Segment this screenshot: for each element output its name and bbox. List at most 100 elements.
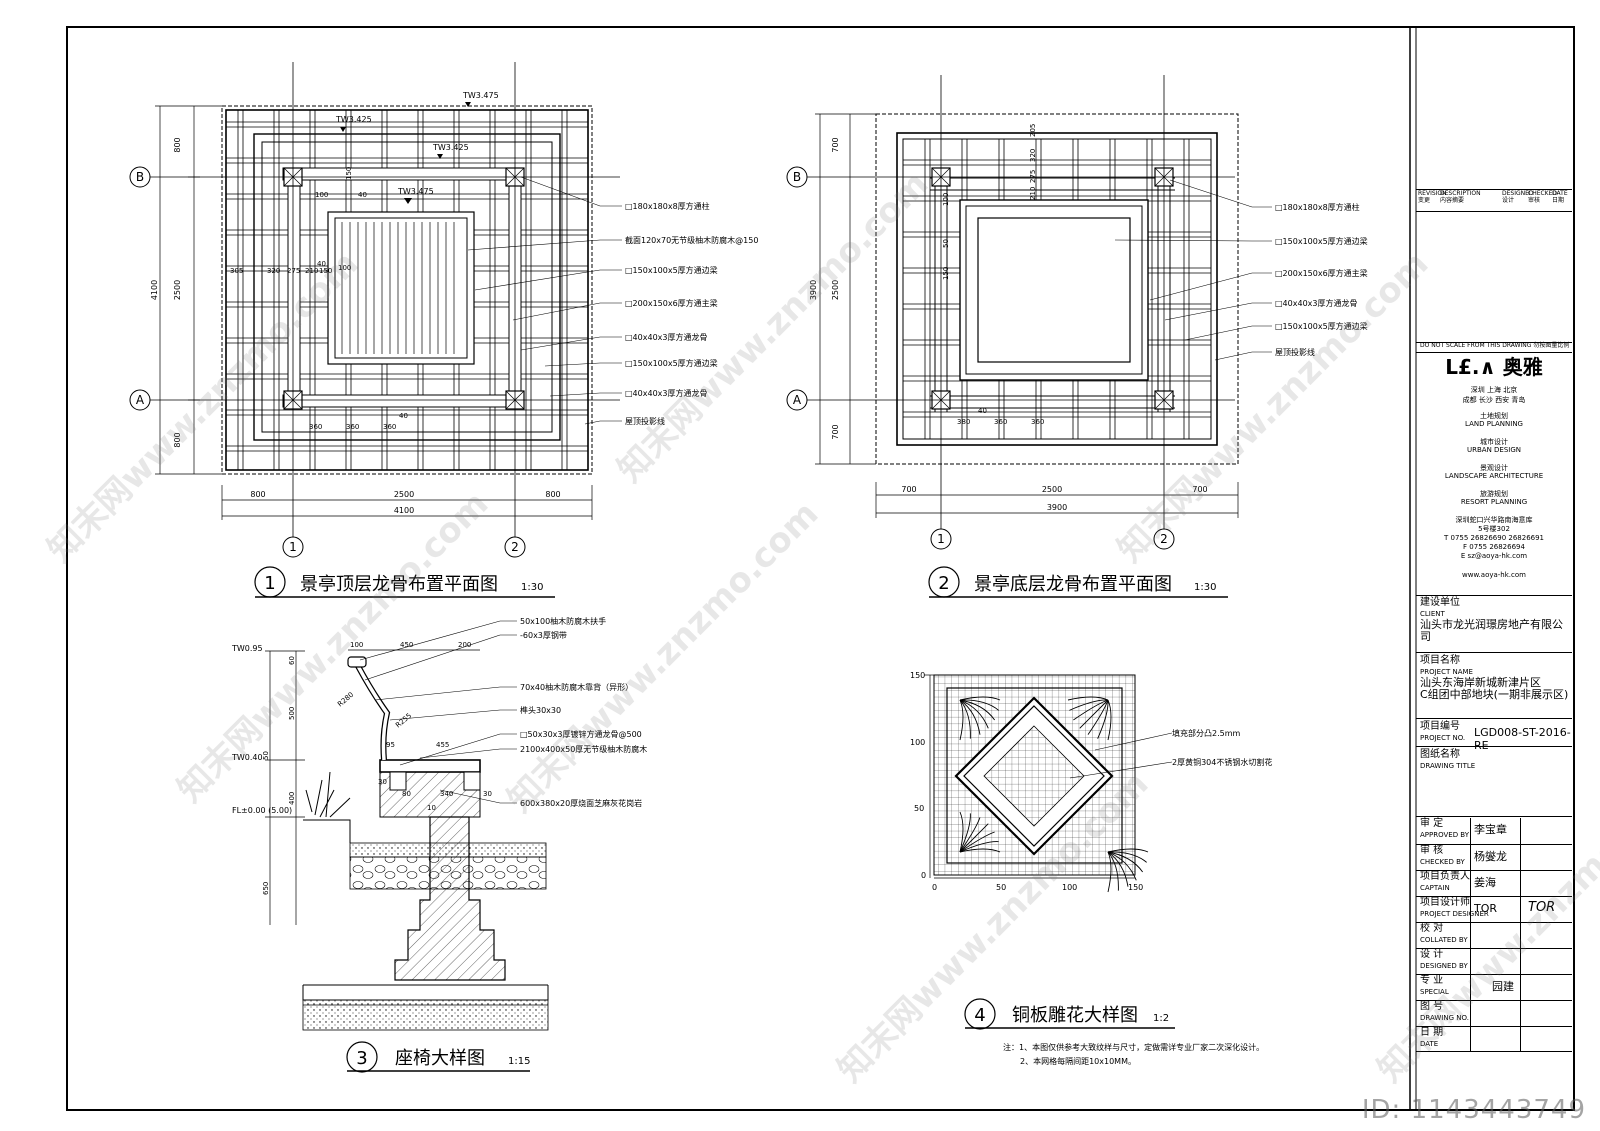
svg-text:座椅大样图: 座椅大样图: [395, 1048, 485, 1069]
svg-text:10: 10: [427, 804, 436, 812]
svg-text:□40x40x3厚方通龙骨: □40x40x3厚方通龙骨: [1275, 298, 1357, 308]
svg-text:A: A: [136, 393, 145, 407]
svg-text:铜板雕花大样图: 铜板雕花大样图: [1012, 1005, 1138, 1026]
company-logo: L£.∧ 奥雅: [1445, 355, 1543, 379]
cities-1: 深圳 上海 北京: [1470, 386, 1518, 394]
svg-text:50: 50: [262, 751, 270, 760]
svg-text:□40x40x3厚方通龙骨: □40x40x3厚方通龙骨: [625, 388, 707, 398]
svg-text:1: 1: [264, 573, 275, 594]
svg-text:40: 40: [399, 412, 408, 420]
svg-text:500: 500: [288, 707, 296, 720]
svg-text:275: 275: [287, 267, 300, 275]
svg-text:-60x3厚钢带: -60x3厚钢带: [520, 630, 567, 640]
svg-text:FL±0.00 (5.00): FL±0.00 (5.00): [232, 806, 292, 815]
svg-text:□180x180x8厚方通柱: □180x180x8厚方通柱: [625, 201, 710, 211]
svg-text:榫头30x30: 榫头30x30: [520, 705, 561, 715]
svg-text:200: 200: [458, 641, 471, 649]
svg-text:3900: 3900: [1047, 503, 1067, 512]
svg-text:100: 100: [942, 193, 950, 206]
svg-text:1: 1: [289, 540, 297, 554]
svg-text:□150x100x5厚方通边梁: □150x100x5厚方通边梁: [625, 358, 718, 368]
svg-text:150: 150: [345, 167, 353, 180]
svg-text:100: 100: [338, 264, 351, 272]
svg-text:屋顶投影线: 屋顶投影线: [625, 416, 665, 426]
svg-text:屋顶投影线: 屋顶投影线: [1275, 347, 1315, 357]
svg-text:40: 40: [317, 260, 326, 268]
svg-text:TW3.475: TW3.475: [397, 187, 434, 196]
svg-text:100: 100: [350, 641, 363, 649]
drawing-1-plan: B A 1 2 TW3.475 TW3.425 TW3.425 TW3.475 …: [129, 62, 758, 598]
svg-text:1:30: 1:30: [521, 582, 543, 593]
svg-text:□200x150x6厚方通主梁: □200x150x6厚方通主梁: [625, 298, 718, 308]
svg-text:320: 320: [1029, 149, 1037, 162]
svg-text:60: 60: [288, 656, 296, 665]
svg-text:TW3.425: TW3.425: [335, 115, 372, 124]
svg-text:360: 360: [346, 423, 359, 431]
svg-text:320: 320: [267, 267, 280, 275]
svg-text:700: 700: [901, 485, 916, 494]
svg-text:填充部分凸2.5mm: 填充部分凸2.5mm: [1172, 728, 1241, 738]
svg-text:R280: R280: [336, 691, 355, 709]
svg-text:40: 40: [978, 407, 987, 415]
svg-text:1: 1: [937, 532, 945, 546]
svg-text:360: 360: [994, 418, 1007, 426]
svg-text:2500: 2500: [1042, 485, 1062, 494]
svg-text:□150x100x5厚方通边梁: □150x100x5厚方通边梁: [625, 265, 718, 275]
svg-text:□150x100x5厚方通边梁: □150x100x5厚方通边梁: [1275, 321, 1368, 331]
svg-text:TW0.40: TW0.40: [231, 753, 263, 762]
svg-text:95: 95: [386, 741, 395, 749]
svg-text:2、本网格每隔间距10x10MM。: 2、本网格每隔间距10x10MM。: [1020, 1056, 1136, 1066]
svg-text:2500: 2500: [394, 490, 414, 499]
svg-text:1:30: 1:30: [1194, 582, 1216, 593]
svg-text:2: 2: [511, 540, 519, 554]
svg-text:360: 360: [383, 423, 396, 431]
svg-text:205: 205: [1029, 124, 1037, 137]
svg-text:2500: 2500: [831, 280, 840, 300]
svg-text:30: 30: [378, 778, 387, 786]
svg-text:TW3.475: TW3.475: [462, 91, 499, 100]
svg-text:800: 800: [173, 137, 182, 152]
svg-text:650: 650: [262, 882, 270, 895]
svg-text:截面120x70无节级柚木防腐木@150: 截面120x70无节级柚木防腐木@150: [625, 235, 758, 245]
svg-text:□40x40x3厚方通龙骨: □40x40x3厚方通龙骨: [625, 332, 707, 342]
svg-text:2: 2: [1160, 532, 1168, 546]
svg-text:210: 210: [305, 267, 318, 275]
svg-text:0: 0: [921, 871, 926, 880]
svg-text:4100: 4100: [150, 280, 159, 300]
svg-text:80: 80: [402, 790, 411, 798]
cities-2: 成都 长沙 西安 青岛: [1462, 396, 1526, 404]
do-not-scale-note: DO NOT SCALE FROM THIS DRAWING 勿按图量比例: [1420, 342, 1570, 349]
designer-signature: TOR: [1528, 900, 1556, 915]
svg-text:700: 700: [831, 424, 840, 439]
svg-text:4: 4: [974, 1005, 985, 1026]
svg-text:800: 800: [173, 432, 182, 447]
svg-text:50: 50: [942, 239, 950, 248]
svg-text:□50x30x3厚镀锌方通龙骨@500: □50x30x3厚镀锌方通龙骨@500: [520, 729, 642, 739]
svg-text:305: 305: [230, 267, 243, 275]
svg-text:700: 700: [1192, 485, 1207, 494]
svg-text:100: 100: [1062, 883, 1077, 892]
svg-text:3900: 3900: [809, 280, 818, 300]
svg-text:□180x180x8厚方通柱: □180x180x8厚方通柱: [1275, 202, 1360, 212]
drawing-2-plan: B A 1 2 700 2500 700 3900 700 2500 700 3…: [786, 75, 1368, 598]
svg-text:2500: 2500: [173, 280, 182, 300]
svg-text:100: 100: [910, 738, 925, 747]
svg-text:50: 50: [996, 883, 1006, 892]
svg-text:A: A: [793, 393, 802, 407]
svg-text:800: 800: [250, 490, 265, 499]
svg-text:1:15: 1:15: [508, 1056, 530, 1067]
svg-text:R255: R255: [394, 712, 413, 730]
svg-text:注：1、本图仅供参考大致纹样与尺寸，定做需详专业厂家二次深化: 注：1、本图仅供参考大致纹样与尺寸，定做需详专业厂家二次深化设计。: [1003, 1042, 1264, 1052]
